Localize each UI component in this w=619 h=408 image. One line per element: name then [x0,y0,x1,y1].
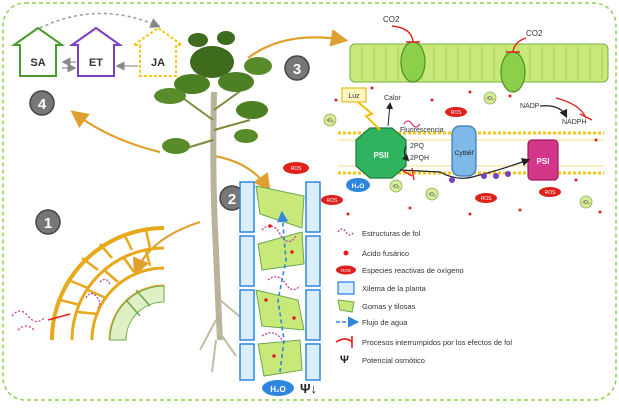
svg-text:2: 2 [228,191,236,208]
singlet-oxygen-marker: ¹O₂ [323,113,337,127]
svg-text:H₂O: H₂O [270,385,286,394]
svg-text:ROS: ROS [451,110,463,116]
pq-label: 2PQ [410,143,425,150]
singlet-oxygen-marker: ¹O₂ [389,179,403,193]
svg-text:PSI: PSI [537,157,550,166]
legend-label: Especies reactivas de oxígeno [362,266,464,275]
svg-text:Luz: Luz [348,93,360,100]
light-lightning [357,101,381,131]
step-badge-4: 4 [29,90,55,116]
svg-text:1: 1 [44,215,52,232]
psii-complex: PSII [355,127,407,179]
co2-right-label: CO2 [526,29,543,38]
calor-arrow [386,102,394,127]
pq-cycle-arrow [401,145,410,162]
hormone-ja-box: JA [130,26,186,77]
tomato-plant [154,31,272,373]
red-dot-icon [343,250,349,256]
thylakoid-top-stack [349,41,609,93]
legend-label: Ácido fusárico [362,249,409,258]
electron-dot [481,173,487,179]
legend-label: Estructuras de fol [362,229,421,238]
bottom-osmotic-label: Ψ↓ [300,381,317,396]
ros-marker: ROS [539,187,561,197]
singlet-oxygen-marker: ¹O₂ [579,195,593,209]
co2-left-label: CO2 [383,15,400,24]
ros-marker: ROS [283,162,309,174]
psi-icon: Ψ [340,354,349,366]
h2o-psii-bubble: H₂O [346,178,370,192]
co2-right-inhibition [506,37,527,53]
hormone-et-box: ET [68,26,124,77]
ros-marker: ROS [445,107,467,117]
electron-inhibition [401,167,415,181]
electron-dot [493,173,499,179]
ros-ellipse-icon: ROS [336,265,356,275]
svg-text:ROS: ROS [291,166,303,172]
svg-text:ROS: ROS [341,268,351,273]
gum-shape-icon [337,299,355,313]
electron-dot [449,177,455,183]
pqh-label: 2PQH [410,155,429,162]
outer-frame [2,2,617,401]
arrow-plant-to-xylem [213,154,271,192]
root-cross-section [11,226,165,341]
electron-transport-arrow [399,158,531,179]
singlet-oxygen-marker: ¹O₂ [425,187,439,201]
legend-label: Gomas y tilosas [362,302,416,311]
co2-left-inhibition [391,25,420,43]
electron-dot [505,171,511,177]
red-inhibition-icon [335,336,353,348]
nadp-conversion-arrow [539,105,568,119]
svg-text:¹O₂: ¹O₂ [486,96,494,102]
svg-text:PSII: PSII [373,151,388,160]
fusaric-acid-dots [334,86,602,216]
svg-text:ROS: ROS [545,190,557,196]
bottom-h2o-bubble: H₂O [262,380,294,396]
hormone-sa-label: SA [30,57,45,69]
nadph-label: NADPH [562,119,587,126]
hormone-sa-box: SA [10,26,66,77]
svg-text:4: 4 [38,96,47,113]
arrow-plant-to-membrane [247,29,349,59]
svg-text:Ψ: Ψ [340,354,349,366]
nadp-label: NADP [520,103,540,110]
psi-complex: PSI [527,139,559,181]
svg-text:H₂O: H₂O [352,183,365,190]
xylem-section [239,181,321,381]
ros-marker: ROS [321,195,343,205]
svg-text:¹O₂: ¹O₂ [582,200,590,206]
hormone-ja-label: JA [151,57,165,69]
fluorescencia-label: Fluorescencia [400,127,444,134]
ros-marker: ROS [475,193,497,203]
arrow-plant-to-root [132,220,201,277]
singlet-oxygen-marker: ¹O₂ [483,91,497,105]
legend-label: Flujo de agua [362,318,408,327]
svg-text:¹O₂: ¹O₂ [428,192,436,198]
legend: ROS Ψ Estructuras de fol Ácido fusárico … [335,228,512,366]
step-badge-1: 1 [35,209,61,235]
luz-label-box: Luz [341,87,367,103]
legend-label: Xilema de la planta [362,284,427,293]
step-badge-3: 3 [284,55,310,81]
cytb6f-complex: Cytb6f [451,125,477,177]
legend-label: Potencial osmótico [362,356,425,365]
svg-text:ROS: ROS [481,196,493,202]
svg-text:¹O₂: ¹O₂ [392,184,400,190]
legend-label: Procesos interrumpidos por los efectos d… [362,338,512,347]
calor-label: Calor [384,95,401,102]
fungal-structure-icon [337,228,355,236]
svg-text:3: 3 [293,61,301,78]
svg-text:¹O₂: ¹O₂ [326,118,334,124]
arrow-plant-to-hormones [70,110,161,154]
nadp-inhibition [555,97,593,121]
fluorescence-wave [403,120,421,128]
hormone-et-label: ET [89,57,103,69]
crosstalk-arc-arrow [39,12,161,29]
svg-text:Cytb6f: Cytb6f [455,150,474,157]
svg-text:ROS: ROS [327,198,339,204]
xylem-rect-icon [337,281,355,295]
